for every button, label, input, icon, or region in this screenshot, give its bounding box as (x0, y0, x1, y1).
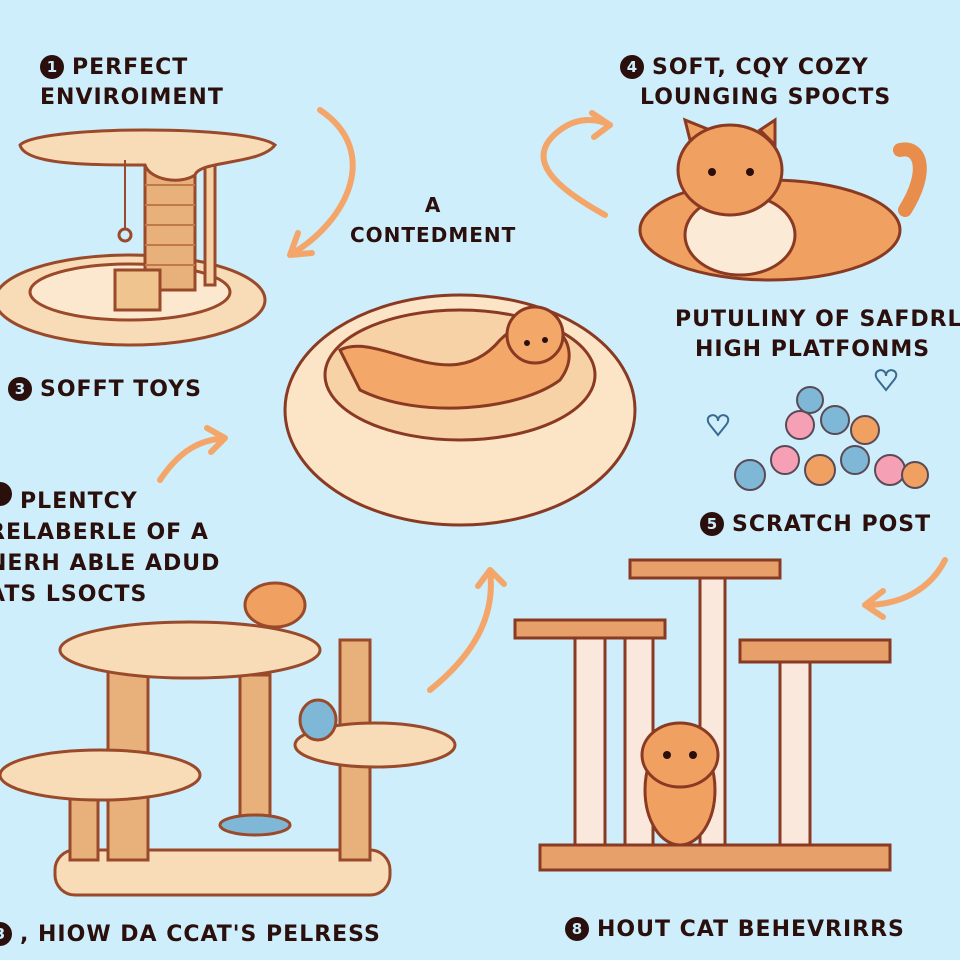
heart-icon (706, 414, 730, 437)
label-line: ATS LSOCTS (0, 582, 148, 607)
label-line: CONTEDMENT (350, 223, 517, 247)
label-line: , HIOW DA CCAT'S PELRESS (20, 922, 381, 947)
label-perfect-environment: 1 PERFECT ENVIROIMENT (40, 53, 224, 113)
step-badge: 3 (8, 377, 32, 401)
arrow-icon (427, 567, 507, 693)
label-line: SCRATCH POST (732, 512, 932, 537)
step-badge: 3 (0, 922, 12, 946)
label-contentment: A CONTEDMENT (350, 190, 516, 250)
lounging-cat-icon (638, 117, 927, 282)
label-line: HIGH PLATFONMS (695, 337, 931, 362)
cat-bed-icon (283, 293, 637, 527)
label-toys: 3 SOFFT TOYS (8, 375, 202, 405)
label-line: SOFFT TOYS (40, 377, 202, 402)
label-line: SOFT, CQY COZY (652, 55, 869, 80)
label-line: PERFECT (72, 55, 189, 80)
scratch-post-icon (513, 558, 892, 872)
label-line: PLENTCY (20, 489, 138, 514)
label-lounging: 4 SOFT, CQY COZY LOUNGING SPOCTS (620, 53, 891, 113)
label-scratch-post: 5 SCRATCH POST (700, 510, 931, 540)
label-line: HOUT CAT BEHEVRIRRS (597, 917, 905, 942)
step-badge (0, 482, 12, 506)
label-line: RELABERLE OF A (0, 520, 209, 545)
label-behaviors: 8 HOUT CAT BEHEVRIRRS (565, 915, 905, 945)
label-line: NERH ABLE ADUD (0, 551, 221, 576)
label-plenty: PLENTCY RELABERLE OF A NERH ABLE ADUD AT… (0, 482, 220, 610)
heart-icon (874, 369, 898, 392)
arrow-icon (862, 557, 948, 620)
cat-tree-icon (0, 128, 278, 347)
cat-tree-icon (0, 581, 457, 897)
toy-balls-icon (706, 369, 929, 491)
arrow-icon (540, 110, 613, 218)
step-badge: 5 (700, 512, 724, 536)
label-line: LOUNGING SPOCTS (640, 85, 892, 110)
label-line: A (424, 193, 442, 217)
label-pelress: 3 , HIOW DA CCAT'S PELRESS (0, 920, 381, 950)
arrow-icon (287, 107, 356, 258)
step-badge: 8 (565, 917, 589, 941)
arrow-icon (157, 425, 228, 483)
label-line: PUTULINY OF SAFDRL (675, 307, 960, 332)
label-platforms: PUTULINY OF SAFDRL HIGH PLATFONMS (675, 305, 960, 365)
step-badge: 1 (40, 55, 64, 79)
step-badge: 4 (620, 55, 644, 79)
label-line: ENVIROIMENT (40, 85, 224, 110)
